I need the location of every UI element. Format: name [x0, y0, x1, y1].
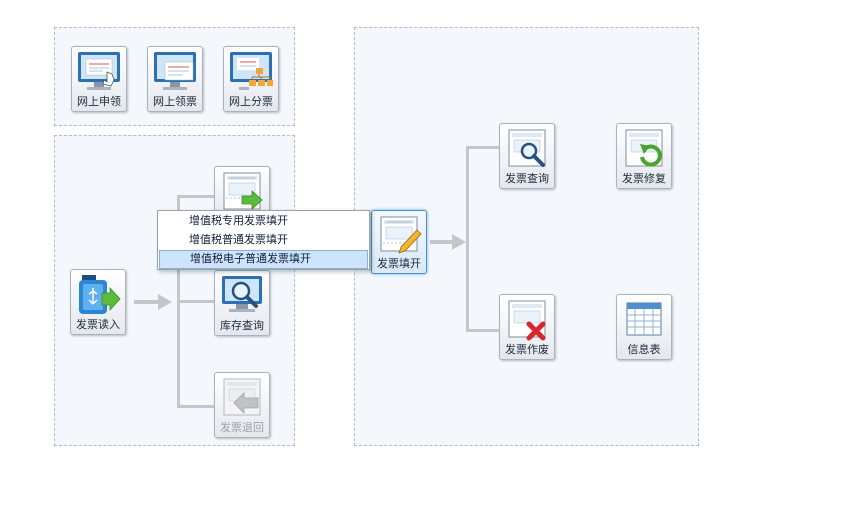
monitor-invoice-icon [154, 52, 196, 90]
connector-line [466, 329, 500, 332]
arrow-right-icon [134, 294, 172, 310]
arrow-right-icon [430, 234, 466, 250]
online-distribute-button[interactable]: 网上分票 [223, 46, 279, 112]
connector-line [177, 195, 217, 198]
invoice-return-icon [223, 378, 261, 416]
invoice-read-label: 发票读入 [76, 319, 120, 331]
connector-line [466, 146, 500, 149]
connector-line [177, 300, 217, 303]
online-apply-button[interactable]: 网上申领 [71, 46, 127, 112]
online-receive-label: 网上领票 [153, 96, 197, 108]
menu-item-normal-invoice[interactable]: 增值税普通发票填开 [189, 234, 288, 246]
invoice-return-label: 发票退回 [220, 422, 264, 434]
online-apply-label: 网上申领 [77, 96, 121, 108]
connector-line [177, 405, 217, 408]
invoice-fill-button[interactable]: 发票填开 [371, 210, 427, 274]
invoice-search-icon [508, 129, 546, 167]
info-table-label: 信息表 [627, 344, 661, 356]
invoice-read-button[interactable]: 发票读入 [70, 269, 126, 335]
usb-import-icon [79, 275, 121, 314]
invoice-repair-label: 发票修复 [622, 173, 666, 185]
invoice-distribute-button[interactable] [214, 166, 270, 218]
online-receive-button[interactable]: 网上领票 [147, 46, 203, 112]
online-distribute-label: 网上分票 [229, 96, 273, 108]
stock-query-button[interactable]: 库存查询 [214, 270, 270, 336]
info-table-button[interactable]: 信息表 [616, 294, 672, 360]
stock-query-label: 库存查询 [220, 320, 264, 332]
invoice-cancel-icon [508, 300, 546, 341]
invoice-fill-label: 发票填开 [377, 258, 421, 270]
invoice-pencil-icon [380, 216, 422, 254]
monitor-hand-icon [78, 52, 120, 90]
invoice-fill-menu: 增值税专用发票填开 增值税普通发票填开 增值税电子普通发票填开 [157, 210, 370, 270]
invoice-return-button[interactable]: 发票退回 [214, 372, 270, 438]
invoice-refresh-icon [625, 129, 663, 167]
invoice-void-button[interactable]: 发票作废 [499, 294, 555, 360]
connector-line [466, 146, 469, 332]
invoice-repair-button[interactable]: 发票修复 [616, 123, 672, 189]
invoice-query-label: 发票查询 [505, 173, 549, 185]
invoice-query-button[interactable]: 发票查询 [499, 123, 555, 189]
monitor-org-chart-icon [230, 52, 273, 90]
invoice-forward-icon [223, 172, 263, 210]
menu-item-special-invoice[interactable]: 增值税专用发票填开 [189, 215, 288, 227]
menu-item-electronic-invoice[interactable]: 增值税电子普通发票填开 [159, 250, 368, 269]
invoice-void-label: 发票作废 [505, 344, 549, 356]
monitor-search-icon [222, 276, 262, 312]
table-icon [626, 302, 662, 336]
